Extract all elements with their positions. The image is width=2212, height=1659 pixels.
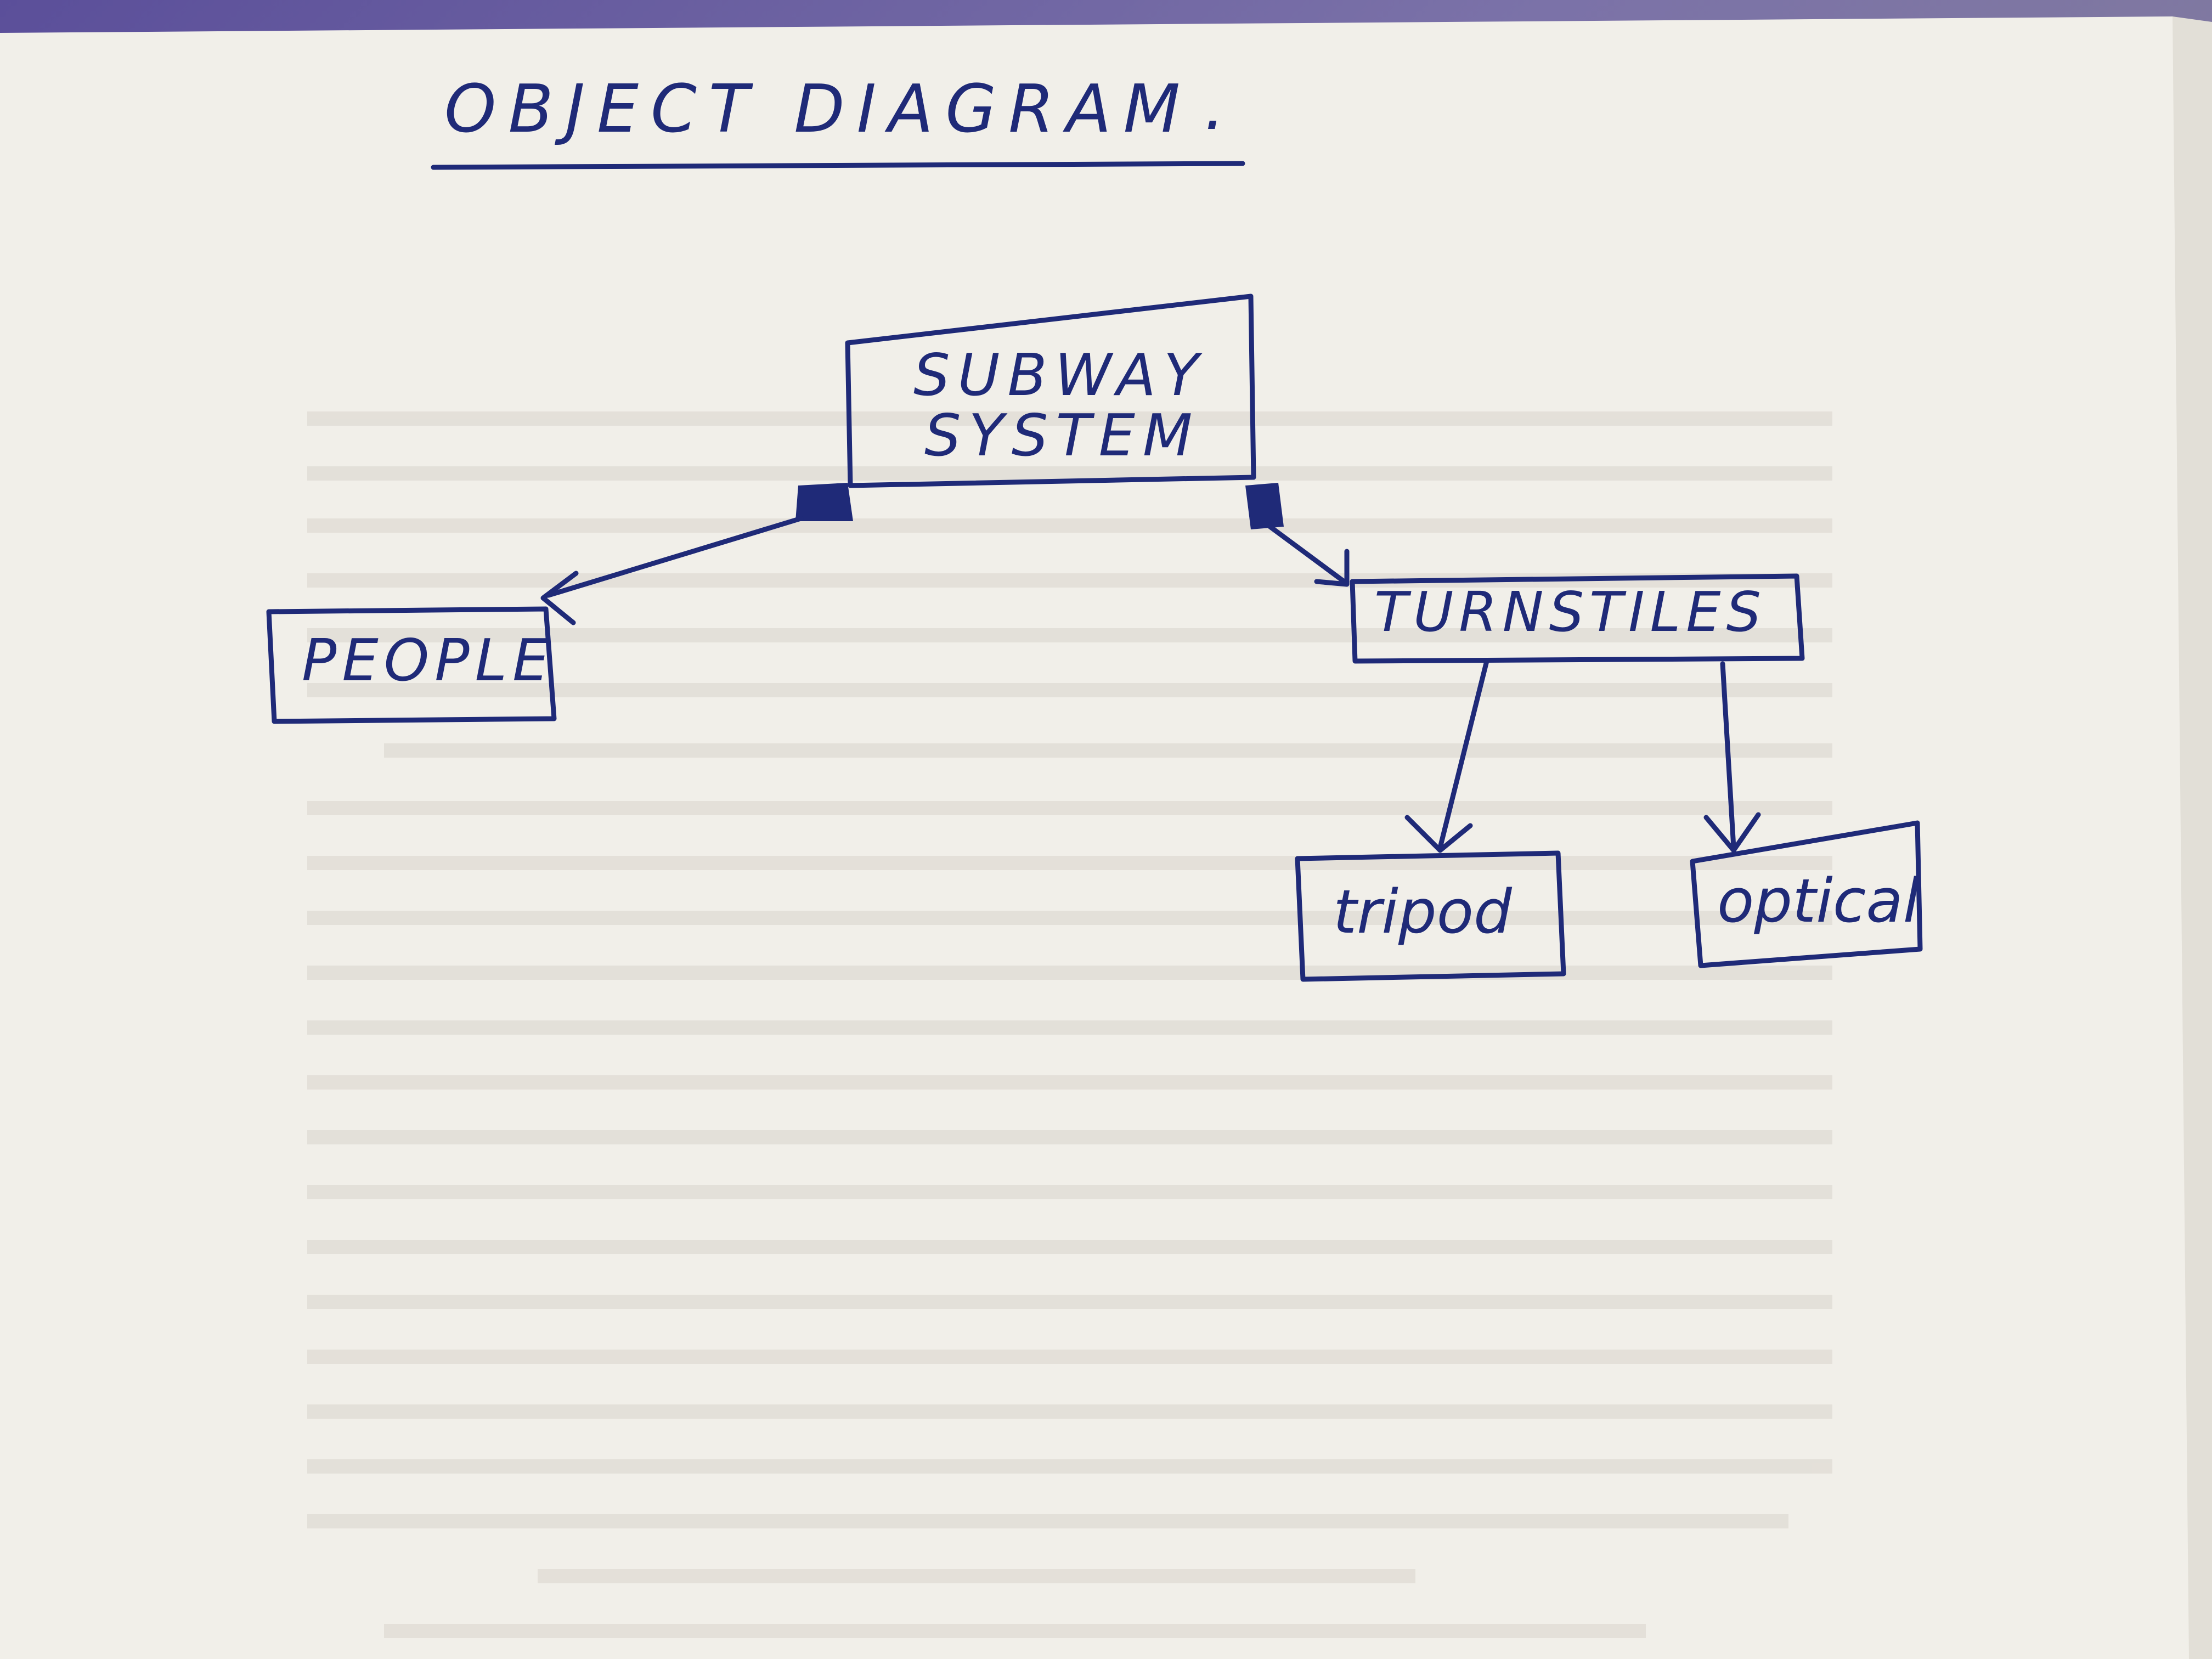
title-underline [431, 161, 1245, 170]
diagram-title: OBJECT DIAGRAM [444, 71, 1192, 148]
composition-diamond-people [795, 483, 853, 521]
edge-subway-to-turnstiles [1267, 524, 1350, 587]
node-subway-label-2: SYSTEM [924, 402, 1200, 469]
edge-turnstiles-to-optical-arrowhead [1703, 812, 1761, 853]
paper-shadow-edge [2172, 16, 2212, 1659]
edge-subway-to-people [540, 516, 804, 625]
node-turnstiles: TURNSTILES [1350, 573, 1805, 664]
edge-turnstiles-to-optical [1703, 661, 1761, 853]
node-people-label: PEOPLE [302, 627, 554, 694]
title-period: . [1204, 69, 1225, 145]
composition-diamond-turnstiles [1245, 483, 1284, 529]
edge-turnstiles-to-tripod-arrowhead [1404, 815, 1473, 853]
edge-subway-to-people-arrowhead [540, 571, 579, 625]
node-optical: optical [1690, 820, 1923, 968]
node-tripod-label: tripod [1333, 877, 1513, 947]
show-through-text [307, 411, 1832, 1638]
node-turnstiles-label: TURNSTILES [1374, 580, 1767, 644]
edge-subway-to-turnstiles-arrowhead [1314, 549, 1350, 587]
node-tripod: tripod [1295, 850, 1566, 982]
node-people: PEOPLE [266, 606, 557, 724]
node-optical-label: optical [1717, 866, 1920, 936]
node-subway-system: SUBWAY SYSTEM [795, 294, 1284, 529]
node-subway-label-1: SUBWAY [913, 342, 1206, 409]
edge-turnstiles-to-tripod [1404, 658, 1489, 853]
